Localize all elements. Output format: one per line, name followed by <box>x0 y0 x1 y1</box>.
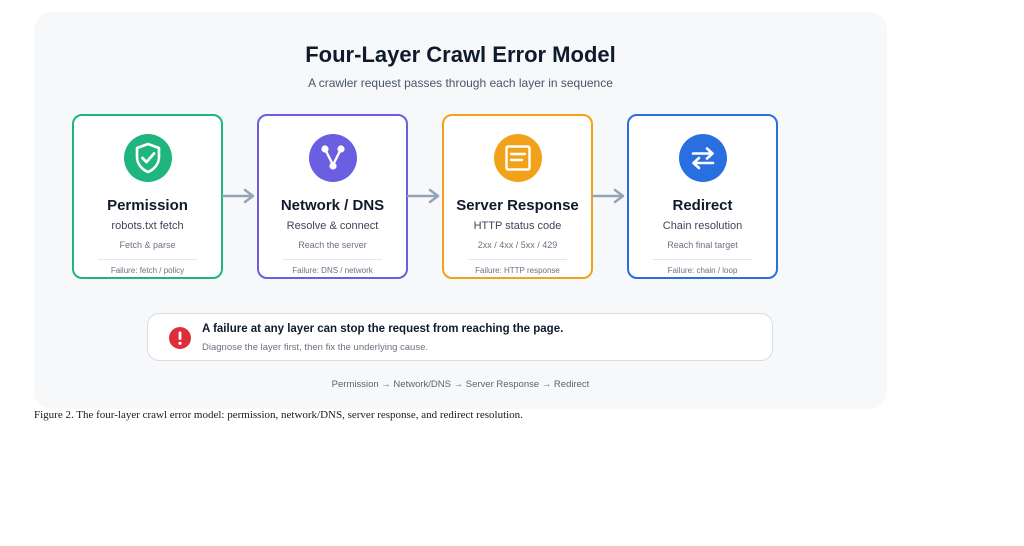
layer-failure: Failure: DNS / network <box>292 266 373 275</box>
layer-card-network-dns: Network / DNS Resolve & connect Reach th… <box>257 114 408 279</box>
layer-description: HTTP status code <box>473 220 562 232</box>
divider <box>98 259 197 260</box>
layer-name: Network / DNS <box>280 197 385 214</box>
layer-description: robots.txt fetch <box>111 220 184 232</box>
layer-name: Server Response <box>456 197 579 214</box>
layer-failure: Failure: fetch / policy <box>110 266 185 275</box>
divider <box>283 259 382 260</box>
layer-name: Permission <box>107 197 188 214</box>
layer-name: Redirect <box>672 197 733 214</box>
layer-description: Chain resolution <box>662 220 743 232</box>
alert-subtitle: Diagnose the layer first, then fix the u… <box>202 342 429 353</box>
layer-detail: Reach the server <box>298 240 367 250</box>
layer-detail: 2xx / 4xx / 5xx / 429 <box>477 240 558 250</box>
layer-failure: Failure: chain / loop <box>667 266 738 275</box>
redirect-arrows-icon <box>678 134 727 182</box>
layer-failure: Failure: HTTP response <box>475 266 560 275</box>
flow-arrow-icon <box>407 188 440 204</box>
layer-sequence: Permission → Network/DNS → Server Respon… <box>331 379 590 390</box>
layer-detail: Reach final target <box>667 240 738 250</box>
diagram-subtitle: A crawler request passes through each la… <box>308 76 613 90</box>
failure-alert: A failure at any layer can stop the requ… <box>147 313 773 361</box>
exclamation-circle-icon <box>169 327 191 349</box>
diagram-panel: Four-Layer Crawl Error Model A crawler r… <box>34 12 887 409</box>
layer-card-server-response: Server Response HTTP status code 2xx / 4… <box>442 114 593 279</box>
server-document-icon <box>493 134 542 182</box>
divider <box>653 259 752 260</box>
layer-card-permission: Permission robots.txt fetch Fetch & pars… <box>72 114 223 279</box>
flow-arrow-icon <box>592 188 625 204</box>
shield-check-icon <box>123 134 172 182</box>
layer-card-redirect: Redirect Chain resolution Reach final ta… <box>627 114 778 279</box>
divider <box>468 259 567 260</box>
network-nodes-icon <box>308 134 357 182</box>
diagram-title: Four-Layer Crawl Error Model <box>305 42 616 67</box>
flow-arrow-icon <box>222 188 255 204</box>
figure-caption: Figure 2. The four-layer crawl error mod… <box>34 409 523 421</box>
layer-detail: Fetch & parse <box>119 240 176 250</box>
layer-description: Resolve & connect <box>286 220 379 232</box>
alert-title: A failure at any layer can stop the requ… <box>202 323 564 335</box>
